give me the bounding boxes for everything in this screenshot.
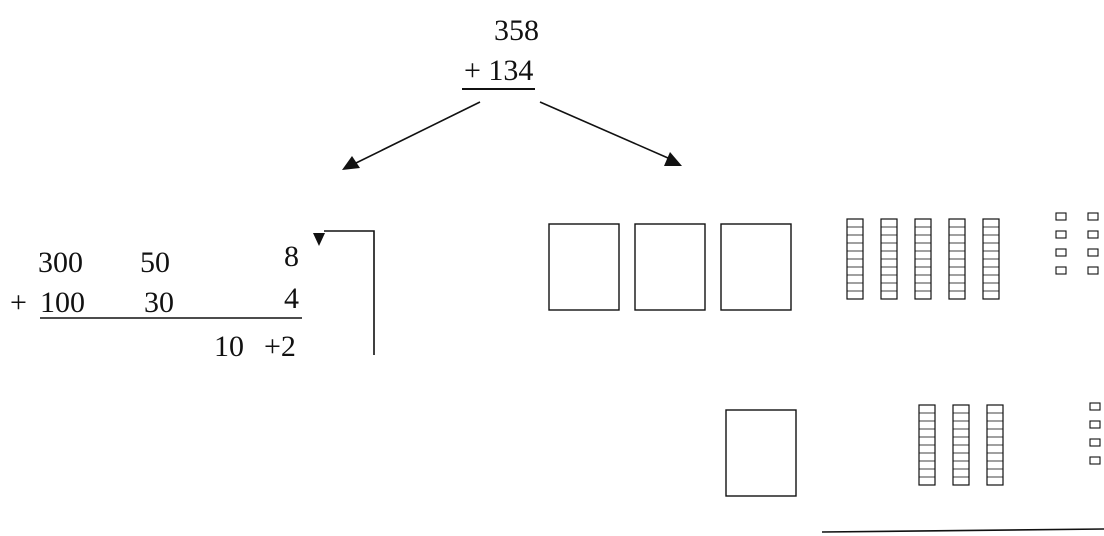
base-ten-blocks xyxy=(548,212,1101,497)
expanded-row2-sign: + xyxy=(10,286,27,319)
expanded-row2-ones: 4 xyxy=(284,282,299,315)
one-unit xyxy=(1087,230,1099,239)
regroup-arrowhead xyxy=(313,233,325,246)
one-unit xyxy=(1055,212,1067,221)
arrow-left-line xyxy=(355,101,481,164)
one-unit xyxy=(1055,248,1067,257)
one-unit xyxy=(1055,266,1067,275)
arrow-left-head xyxy=(342,156,360,170)
expanded-row1-tens: 50 xyxy=(140,246,170,279)
problem-top-number: 358 xyxy=(494,14,539,47)
one-unit xyxy=(1089,438,1101,447)
expanded-row1-ones: 8 xyxy=(284,240,299,273)
regroup-ten: 10 xyxy=(214,330,244,363)
expanded-row1-hundreds: 300 xyxy=(38,246,83,279)
hundred-flat xyxy=(634,223,706,311)
one-unit xyxy=(1087,266,1099,275)
one-unit xyxy=(1087,212,1099,221)
hundred-flat xyxy=(720,223,792,311)
one-unit xyxy=(1055,230,1067,239)
one-unit xyxy=(1089,420,1101,429)
expanded-row2-tens: 30 xyxy=(144,286,174,319)
hundred-flat xyxy=(548,223,620,311)
expanded-row2-hundreds: 100 xyxy=(40,286,85,319)
arrow-right-line xyxy=(539,101,669,159)
one-unit xyxy=(1089,402,1101,411)
answer-line xyxy=(821,528,1104,533)
regroup-ones: +2 xyxy=(264,330,296,363)
hundred-flat xyxy=(725,409,797,497)
one-unit xyxy=(1089,456,1101,465)
regroup-bracket xyxy=(324,230,375,355)
one-unit xyxy=(1087,248,1099,257)
arrow-right-head xyxy=(664,152,682,166)
problem-bottom-number: + 134 xyxy=(462,56,536,90)
